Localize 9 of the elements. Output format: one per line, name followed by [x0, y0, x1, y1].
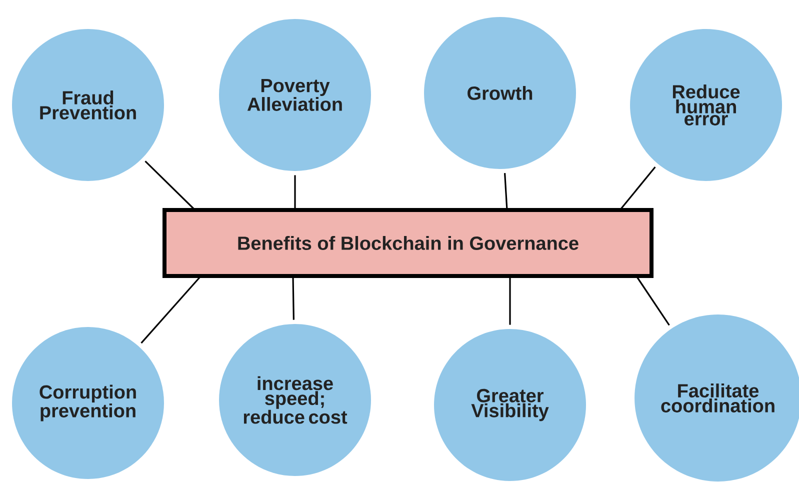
connector-line — [294, 175, 296, 210]
connector-line — [509, 277, 511, 325]
connector-line — [504, 173, 508, 210]
connector-line — [292, 276, 294, 320]
connector-line — [144, 160, 196, 211]
connector-line — [619, 166, 656, 210]
connector-line — [140, 276, 201, 344]
title-box: Benefits of Blockchain in Governance — [162, 208, 654, 278]
connector-line — [636, 276, 670, 326]
